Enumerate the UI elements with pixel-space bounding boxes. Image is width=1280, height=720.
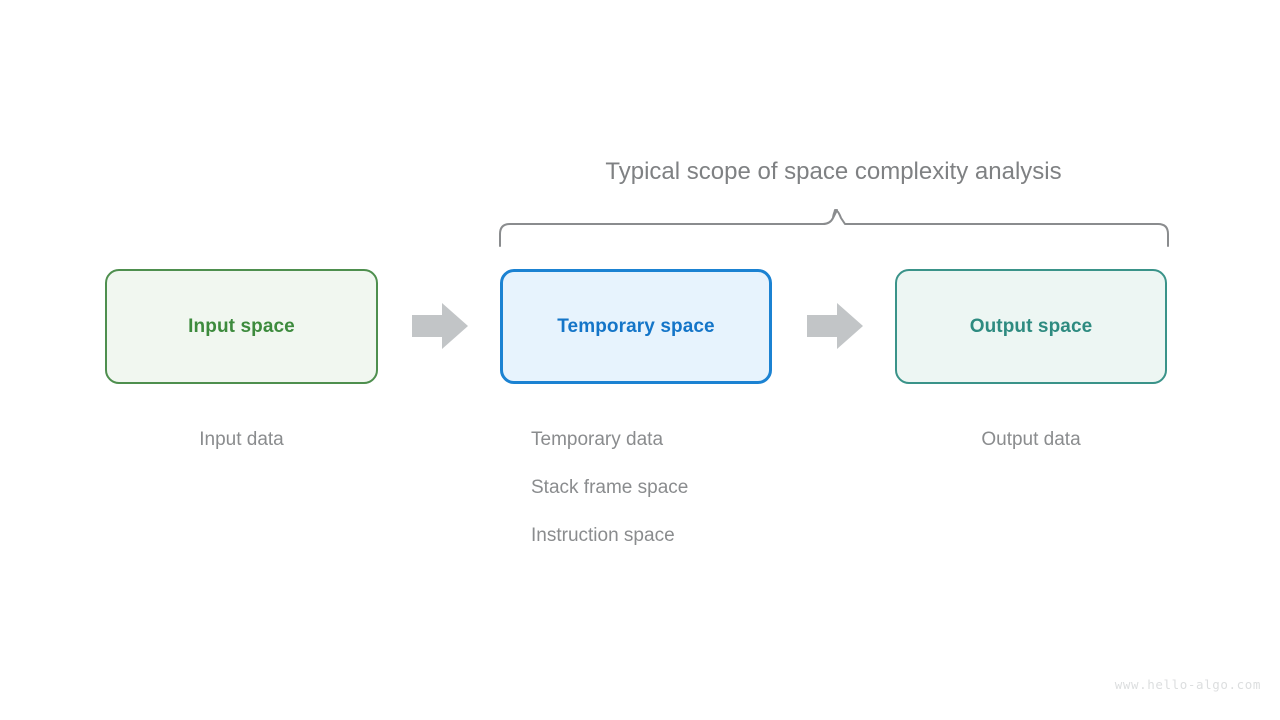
arrow-right-icon bbox=[412, 303, 468, 349]
watermark: www.hello-algo.com bbox=[1114, 677, 1261, 692]
output-data-caption: Output data bbox=[981, 429, 1081, 450]
arrow-right-icon bbox=[807, 303, 863, 349]
temporary-data-caption-group: Temporary data Stack frame space Instruc… bbox=[531, 427, 688, 571]
input-data-caption: Input data bbox=[199, 429, 284, 450]
output-space-box[interactable]: Output space bbox=[895, 269, 1167, 384]
page-title: Typical scope of space complexity analys… bbox=[605, 158, 1062, 185]
output-space-label: Output space bbox=[969, 315, 1093, 337]
temporary-space-label: Temporary space bbox=[557, 315, 715, 337]
caption-stack-frame-space: Stack frame space bbox=[531, 477, 689, 498]
input-space-box[interactable]: Input space bbox=[105, 269, 378, 384]
caption-temporary-data: Temporary data bbox=[531, 429, 664, 450]
caption-instruction-space: Instruction space bbox=[531, 525, 675, 546]
temporary-space-box[interactable]: Temporary space bbox=[500, 269, 772, 384]
scope-brace-icon bbox=[499, 209, 1169, 247]
input-space-label: Input space bbox=[188, 315, 295, 337]
